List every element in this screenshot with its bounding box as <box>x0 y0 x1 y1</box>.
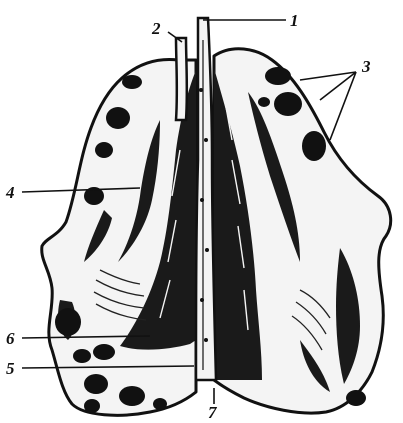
label-6: 6 <box>6 329 15 348</box>
left-upper-plate <box>176 38 187 120</box>
label-5: 5 <box>6 359 15 378</box>
label-2: 2 <box>151 19 161 38</box>
label-7: 7 <box>208 403 218 422</box>
label-4: 4 <box>5 183 15 202</box>
label-3: 3 <box>361 57 371 76</box>
label-1: 1 <box>290 11 299 30</box>
